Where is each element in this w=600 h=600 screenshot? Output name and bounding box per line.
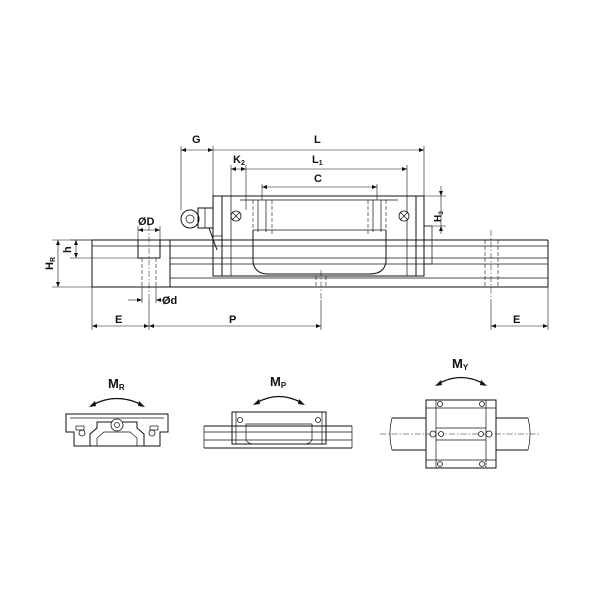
label-d: Ød — [162, 295, 177, 307]
mr-moment-view: MR — [65, 376, 169, 447]
label-MR: MR — [108, 376, 125, 392]
label-E-right: E — [513, 314, 520, 326]
label-h: h — [62, 246, 74, 253]
label-L: L — [314, 134, 321, 146]
dim-E-P: E P — [91, 287, 322, 330]
dim-L: L — [213, 134, 425, 196]
label-MY: MY — [452, 356, 469, 372]
label-E-left: E — [115, 314, 122, 326]
dim-h: h — [62, 239, 138, 259]
dim-G: G — [180, 134, 214, 210]
label-K2: K2 — [233, 154, 245, 167]
label-D: ØD — [138, 216, 155, 228]
label-P: P — [229, 314, 236, 326]
rail-mounting-holes — [315, 230, 499, 300]
label-L1: L1 — [312, 154, 323, 167]
main-side-view: G L K2 L1 C — [44, 134, 549, 330]
label-MP: MP — [270, 374, 287, 390]
mp-moment-view: MP — [203, 374, 353, 449]
dim-E-right: E — [490, 287, 549, 330]
dim-D: ØD — [137, 216, 161, 240]
dim-K2-L1: K2 L1 — [230, 154, 408, 210]
rail-end-block — [91, 225, 171, 300]
my-moment-view: MY — [380, 356, 540, 469]
label-G: G — [192, 134, 201, 146]
dim-H3: H3 — [424, 186, 446, 234]
label-C: C — [314, 173, 322, 185]
dim-C: C — [261, 173, 378, 200]
dim-HR: HR — [44, 239, 92, 288]
dim-d: Ød — [128, 287, 177, 307]
label-H3: H3 — [433, 211, 445, 222]
grease-nipple — [180, 207, 222, 251]
label-HR: HR — [44, 257, 57, 270]
